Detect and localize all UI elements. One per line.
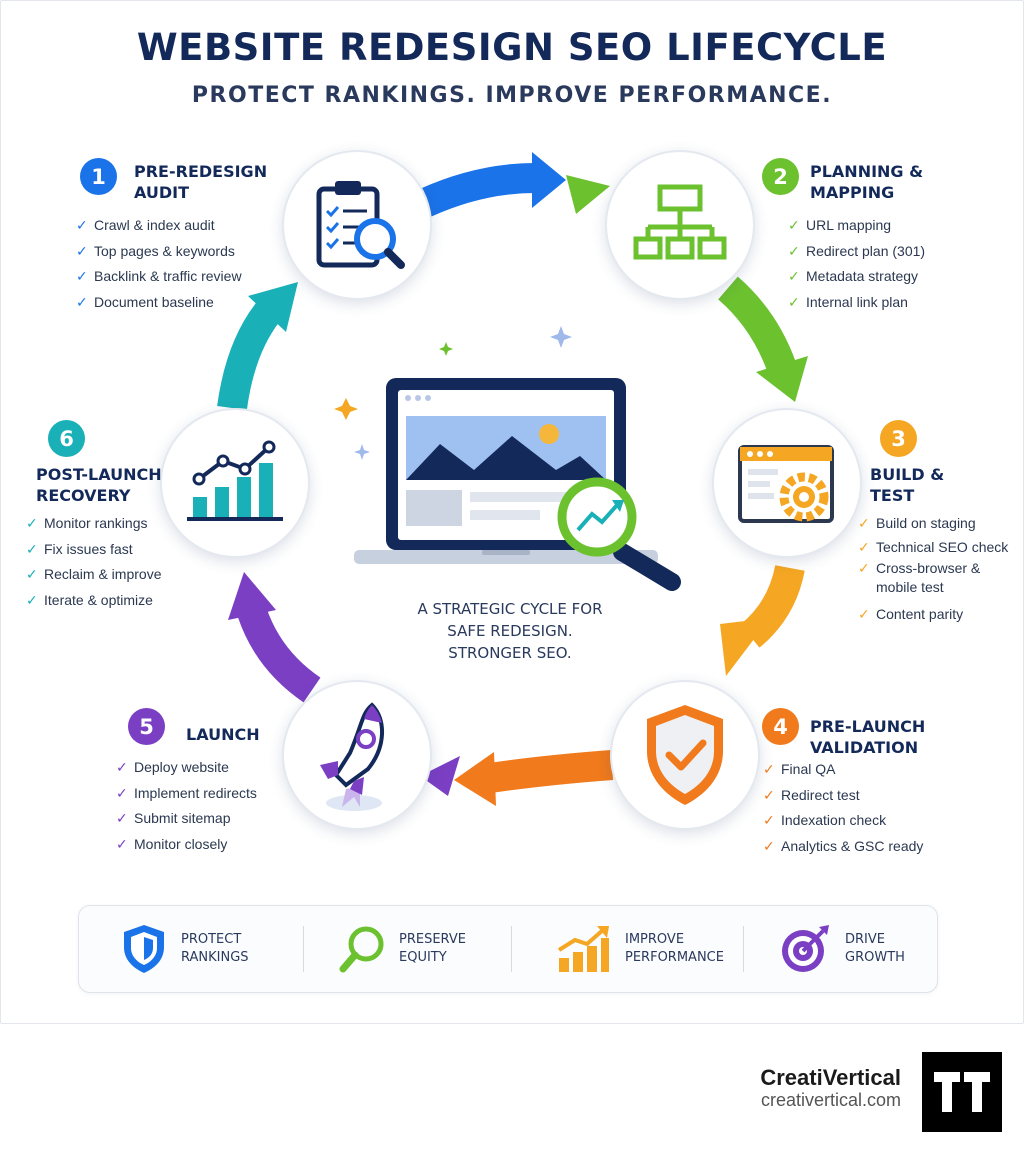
page-title: WEBSITE REDESIGN SEO LIFECYCLE xyxy=(136,26,888,69)
brand-url: creativertical.com xyxy=(760,1090,901,1110)
list-item: ✓Final QA xyxy=(763,761,836,777)
stage-4-badge: 4 xyxy=(762,708,799,745)
arrow-stage6-to-stage1 xyxy=(217,282,298,411)
stage-4-checklist: ✓Final QA ✓Redirect test ✓Indexation che… xyxy=(763,757,923,859)
list-item: ✓Backlink & traffic review xyxy=(76,268,242,285)
arrow-stage5-to-stage6 xyxy=(228,572,321,703)
list-item: ✓Submit sitemap xyxy=(116,810,231,827)
sparkle-icon xyxy=(439,342,453,356)
arrow-stage4-to-stage5 xyxy=(420,750,614,806)
stage-1-checklist: ✓Crawl & index audit ✓Top pages & keywor… xyxy=(76,213,242,315)
magnifier-icon xyxy=(339,926,384,973)
stage-5-checklist: ✓Deploy website ✓Implement redirects ✓Su… xyxy=(116,755,257,857)
center-tagline: A STRATEGIC CYCLE FOR SAFE REDESIGN. STR… xyxy=(417,600,603,662)
list-item: ✓Iterate & optimize xyxy=(26,591,153,608)
list-item: ✓Build on staging xyxy=(858,515,976,531)
stage-3-badge: 3 xyxy=(880,420,917,457)
list-item: ✓Metadata strategy xyxy=(788,268,919,285)
benefit-preserve-equity: PRESERVE EQUITY xyxy=(339,906,466,992)
stage-2-title: PLANNING & MAPPING xyxy=(810,162,924,202)
list-item: ✓Document baseline xyxy=(76,293,214,310)
list-item: ✓Fix issues fast xyxy=(26,540,133,557)
list-item: mobile test xyxy=(876,579,944,595)
list-item: ✓Redirect plan (301) xyxy=(788,242,926,259)
stage-6-checklist: ✓Monitor rankings ✓Fix issues fast ✓Recl… xyxy=(26,511,161,613)
benefit-label: IMPROVE PERFORMANCE xyxy=(625,932,724,965)
benefit-label: PROTECT RANKINGS xyxy=(181,932,249,965)
divider xyxy=(511,926,512,972)
list-item: ✓Top pages & keywords xyxy=(76,242,235,259)
shield-icon xyxy=(124,925,164,973)
benefit-drive-growth: DRIVE GROWTH xyxy=(779,906,905,992)
brand-name: CreatiVertical xyxy=(760,1065,901,1090)
stage-3-checklist: ✓Build on staging ✓Technical SEO check ✓… xyxy=(858,511,1008,626)
stage-5-badge: 5 xyxy=(128,708,165,745)
stage-6-title: POST-LAUNCH RECOVERY xyxy=(36,465,162,505)
list-item: ✓Internal link plan xyxy=(788,293,908,310)
lifecycle-ring xyxy=(217,152,808,806)
arrow-stage3-to-stage4 xyxy=(720,564,805,676)
stage-4-node xyxy=(610,680,760,830)
stage-2-checklist: ✓URL mapping ✓Redirect plan (301) ✓Metad… xyxy=(788,213,925,315)
stage-6-node xyxy=(160,408,310,558)
stage-1-badge: 1 xyxy=(80,158,117,195)
list-item: ✓Content parity xyxy=(858,606,964,622)
rocket-icon xyxy=(320,702,385,811)
divider xyxy=(743,926,744,972)
benefit-label: DRIVE GROWTH xyxy=(845,932,905,965)
list-item: ✓Monitor closely xyxy=(116,835,228,852)
sparkle-icon xyxy=(334,398,358,420)
page-subtitle: PROTECT RANKINGS. IMPROVE PERFORMANCE. xyxy=(191,83,833,108)
arrow-stage1-to-stage2 xyxy=(418,152,610,217)
growth-chart-icon xyxy=(187,440,283,521)
stage-2-node xyxy=(605,150,755,300)
list-item: ✓Crawl & index audit xyxy=(76,217,215,233)
benefit-improve-performance: IMPROVE PERFORMANCE xyxy=(555,906,724,992)
tt-logo-icon xyxy=(922,1052,1002,1132)
stage-3-node xyxy=(712,408,862,558)
list-item: ✓Reclaim & improve xyxy=(26,566,162,583)
shield-check-icon xyxy=(647,705,723,805)
sitemap-icon xyxy=(633,184,727,260)
browser-gear-icon xyxy=(738,445,834,523)
bar-growth-icon xyxy=(557,926,609,972)
sparkle-icon xyxy=(354,326,572,460)
stage-6-badge: 6 xyxy=(48,420,85,457)
target-icon xyxy=(782,925,829,972)
stage-1-title: PRE-REDESIGN AUDIT xyxy=(134,162,268,202)
stage-5-title: LAUNCH xyxy=(186,725,260,744)
benefit-protect-rankings: PROTECT RANKINGS xyxy=(121,906,249,992)
stage-2-badge: 2 xyxy=(762,158,799,195)
stage-5-node xyxy=(282,680,432,830)
benefits-bar: PROTECT RANKINGS PRESERVE EQUITY IMPROVE… xyxy=(78,905,938,993)
list-item: ✓Implement redirects xyxy=(116,784,257,801)
list-item: ✓Deploy website xyxy=(116,759,229,775)
divider xyxy=(303,926,304,972)
benefit-label: PRESERVE EQUITY xyxy=(399,932,466,965)
list-item: ✓Technical SEO check xyxy=(858,539,1009,555)
list-item: ✓Redirect test xyxy=(763,786,860,803)
stage-1-node xyxy=(282,150,432,300)
clipboard-search-icon xyxy=(316,181,405,269)
list-item: ✓Indexation check xyxy=(763,812,887,829)
list-item: ✓Cross-browser & xyxy=(858,560,981,576)
list-item: ✓Analytics & GSC ready xyxy=(763,837,924,854)
list-item: ✓Monitor rankings xyxy=(26,515,148,531)
stage-3-title: BUILD & TEST xyxy=(870,465,945,505)
tt-logo-icon xyxy=(934,1072,990,1112)
stage-4-title: PRE-LAUNCH VALIDATION xyxy=(810,717,926,757)
list-item: ✓URL mapping xyxy=(788,217,892,233)
laptop-illustration-icon xyxy=(354,378,681,591)
arrow-stage2-to-stage3 xyxy=(717,276,808,402)
